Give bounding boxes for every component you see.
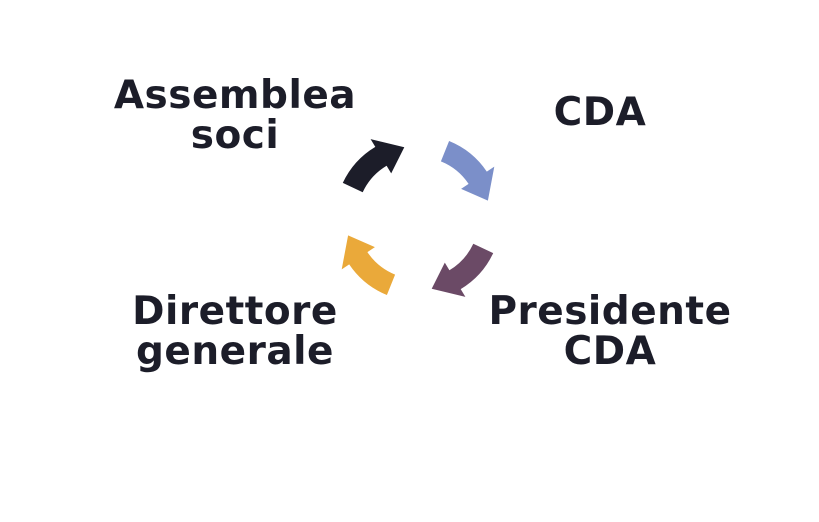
node-label-line: Assemblea xyxy=(113,73,357,118)
node-label-line: generale xyxy=(136,329,334,374)
node-label-assemblea-soci: Assemblea soci xyxy=(100,76,370,156)
node-label-line: Presidente xyxy=(488,289,732,334)
node-label-line: CDA xyxy=(563,329,657,374)
node-label-line: soci xyxy=(190,113,280,158)
node-label-direttore-generale: Direttore generale xyxy=(110,292,360,372)
node-label-line: Direttore xyxy=(132,289,338,334)
cycle-arrow-from-presidente-icon xyxy=(431,243,494,297)
cycle-arrow-from-cda-icon xyxy=(440,141,495,201)
cycle-arrow-from-assemblea-icon xyxy=(342,139,405,193)
node-label-presidente-cda: Presidente CDA xyxy=(480,292,740,372)
cycle-arrow-from-direttore-icon xyxy=(341,235,396,295)
node-label-line: CDA xyxy=(553,90,647,135)
node-label-cda: CDA xyxy=(520,93,680,133)
